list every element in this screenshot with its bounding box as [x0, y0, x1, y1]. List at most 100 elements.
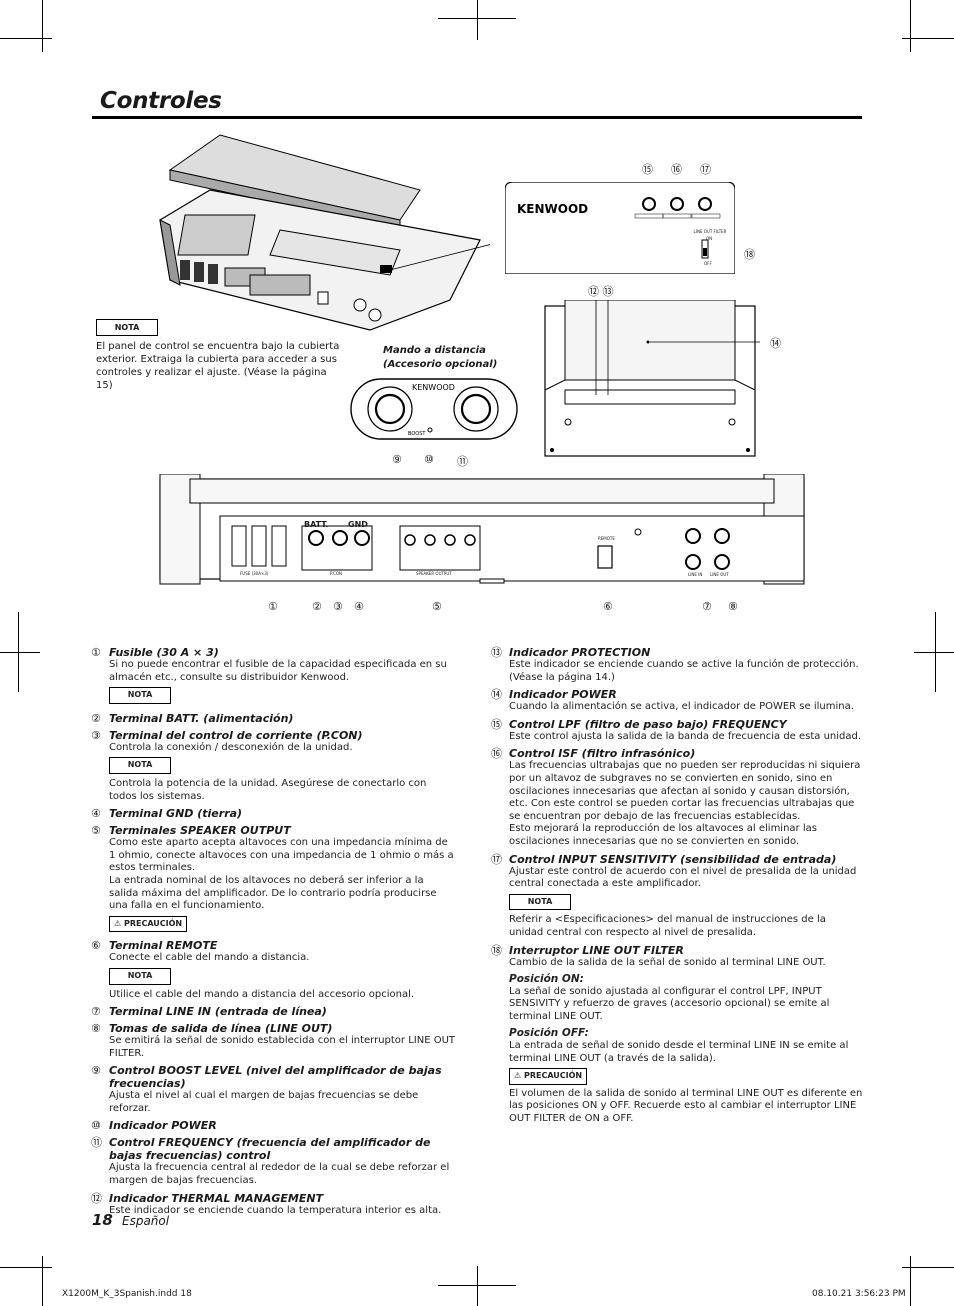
crop-mark — [0, 38, 52, 39]
item-text: Esto mejorará la reproducción de los alt… — [509, 823, 817, 847]
item-title: Indicador THERMAL MANAGEMENT — [109, 1191, 324, 1205]
item-text: Como este aparto acepta altavoces con un… — [109, 837, 454, 874]
crop-mark — [914, 652, 954, 653]
caution-label: PRECAUCIÓN — [123, 918, 183, 928]
crop-mark — [42, 0, 43, 52]
speaker-output-label: SPEAKER OUTPUT — [416, 571, 452, 576]
list-item: ⑩ Indicador POWER — [91, 1119, 456, 1132]
item-body: Controla la conexión / desconexión de la… — [109, 742, 456, 803]
item-body: Ajusta la frecuencia central al rededor … — [109, 1162, 456, 1187]
remote-terminal-label: REMOTE — [598, 536, 615, 541]
callout-8: ⑧ — [728, 600, 738, 613]
item-text: Controla la conexión / desconexión de la… — [109, 741, 353, 753]
item-title: Control FREQUENCY (frecuencia del amplif… — [109, 1136, 431, 1163]
item-title: Control ISF (filtro infrasónico) — [509, 747, 696, 761]
item-number: ⑨ — [91, 1064, 101, 1078]
item-number: ⑧ — [91, 1022, 101, 1036]
note-badge: NOTA — [109, 967, 171, 985]
list-item: ⑪ Control FREQUENCY (frecuencia del ampli… — [91, 1136, 456, 1187]
callout-18: ⑱ — [744, 248, 755, 261]
item-title: Terminal BATT. (alimentación) — [109, 711, 294, 725]
item-number: ⑭ — [491, 688, 502, 702]
footer-left: X1200M_K_3Spanish.indd 18 — [62, 1289, 192, 1299]
item-title: Indicador POWER — [109, 1119, 217, 1133]
item-title: Terminal REMOTE — [109, 939, 218, 953]
item-title: Control INPUT SENSITIVITY (sensibilidad … — [509, 852, 837, 866]
item-text: La señal de sonido ajustada al configura… — [509, 985, 830, 1022]
switch-on-label: ON — [706, 236, 713, 241]
line-in-label: LINE IN — [688, 572, 703, 577]
item-body: Este indicador se enciende cuando se act… — [509, 659, 863, 684]
item-title: Terminal GND (tierra) — [109, 807, 243, 821]
crop-mark — [0, 652, 40, 653]
note-badge: NOTA — [96, 319, 158, 336]
item-text: Ajustar este control de acuerdo con el n… — [509, 865, 857, 890]
item-title: Terminales SPEAKER OUTPUT — [109, 824, 291, 838]
crop-mark — [910, 0, 911, 52]
crop-mark — [42, 1256, 43, 1306]
item-body: Como este aparto acepta altavoces con un… — [109, 837, 456, 935]
callout-5: ⑤ — [432, 600, 442, 613]
item-title: Indicador PROTECTION — [509, 646, 651, 659]
batt-label: BATT. — [304, 520, 329, 529]
item-text: Este control ajusta la salida de la band… — [509, 730, 862, 742]
callout-4: ④ — [354, 600, 364, 613]
item-number: ③ — [91, 728, 101, 742]
item-body: Este indicador se enciende cuando la tem… — [109, 1205, 456, 1218]
callout-9: ⑨ — [392, 453, 402, 466]
item-number: ⑮ — [491, 717, 502, 731]
item-title: Control BOOST LEVEL (nivel del amplifica… — [109, 1064, 442, 1091]
footer-right: 08.10.21 3:56:23 PM — [812, 1289, 906, 1299]
crop-mark — [935, 612, 936, 692]
callout-12-13: ⑫ ⑬ — [588, 285, 614, 298]
item-text: Ajusta la frecuencia central al rededor … — [109, 1162, 450, 1187]
list-item: ⑨ Control BOOST LEVEL (nivel del amplific… — [91, 1064, 456, 1115]
remote-caption: Mando a distancia (Accesorio opcional) — [383, 344, 497, 372]
item-number: ⑦ — [91, 1005, 101, 1019]
item-text: Referir a <Especificaciones> del manual … — [509, 914, 826, 938]
item-title: Terminal LINE IN (entrada de línea) — [109, 1005, 327, 1019]
item-title: Interruptor LINE OUT FILTER — [509, 943, 684, 957]
item-text: Se emitirá la señal de sonido establecid… — [109, 1035, 456, 1059]
item-text: Conecte el cable del mando a distancia. — [109, 952, 310, 964]
item-body: Cambio de la salida de la señal de sonid… — [509, 957, 863, 1126]
caution-badge: ⚠ PRECAUCIÓN — [509, 1068, 588, 1085]
callout-14: ⑭ — [770, 337, 781, 350]
crop-mark — [902, 1267, 954, 1268]
item-text: La entrada de señal de sonido desde el t… — [509, 1040, 849, 1064]
line-out-filter-label: LINE OUT FILTER — [693, 229, 727, 234]
amplifier-perspective-illustration — [159, 134, 490, 331]
item-body: Conecte el cable del mando a distancia. N… — [109, 952, 456, 1001]
item-number: ⑬ — [491, 646, 502, 659]
item-title: Terminal del control de corriente (P.CON… — [109, 728, 363, 742]
item-number: ⑪ — [91, 1136, 102, 1150]
item-text: Ajusta el nivel al cual el margen de baj… — [109, 1090, 419, 1114]
switch-off-label: OFF — [704, 261, 712, 266]
note-badge: NOTA — [109, 687, 171, 704]
warning-icon: ⚠ — [514, 1071, 524, 1081]
item-number: ⑩ — [91, 1119, 101, 1133]
item-text: Las frecuencias ultrabajas que no pueden… — [509, 760, 861, 822]
note-badge: NOTA — [109, 757, 171, 774]
item-heading: ③ Terminal del control de corriente (P.CO… — [91, 729, 456, 742]
item-body: Se emitirá la señal de sonido establecid… — [109, 1035, 456, 1060]
item-heading: ⑩ Indicador POWER — [91, 1119, 456, 1132]
